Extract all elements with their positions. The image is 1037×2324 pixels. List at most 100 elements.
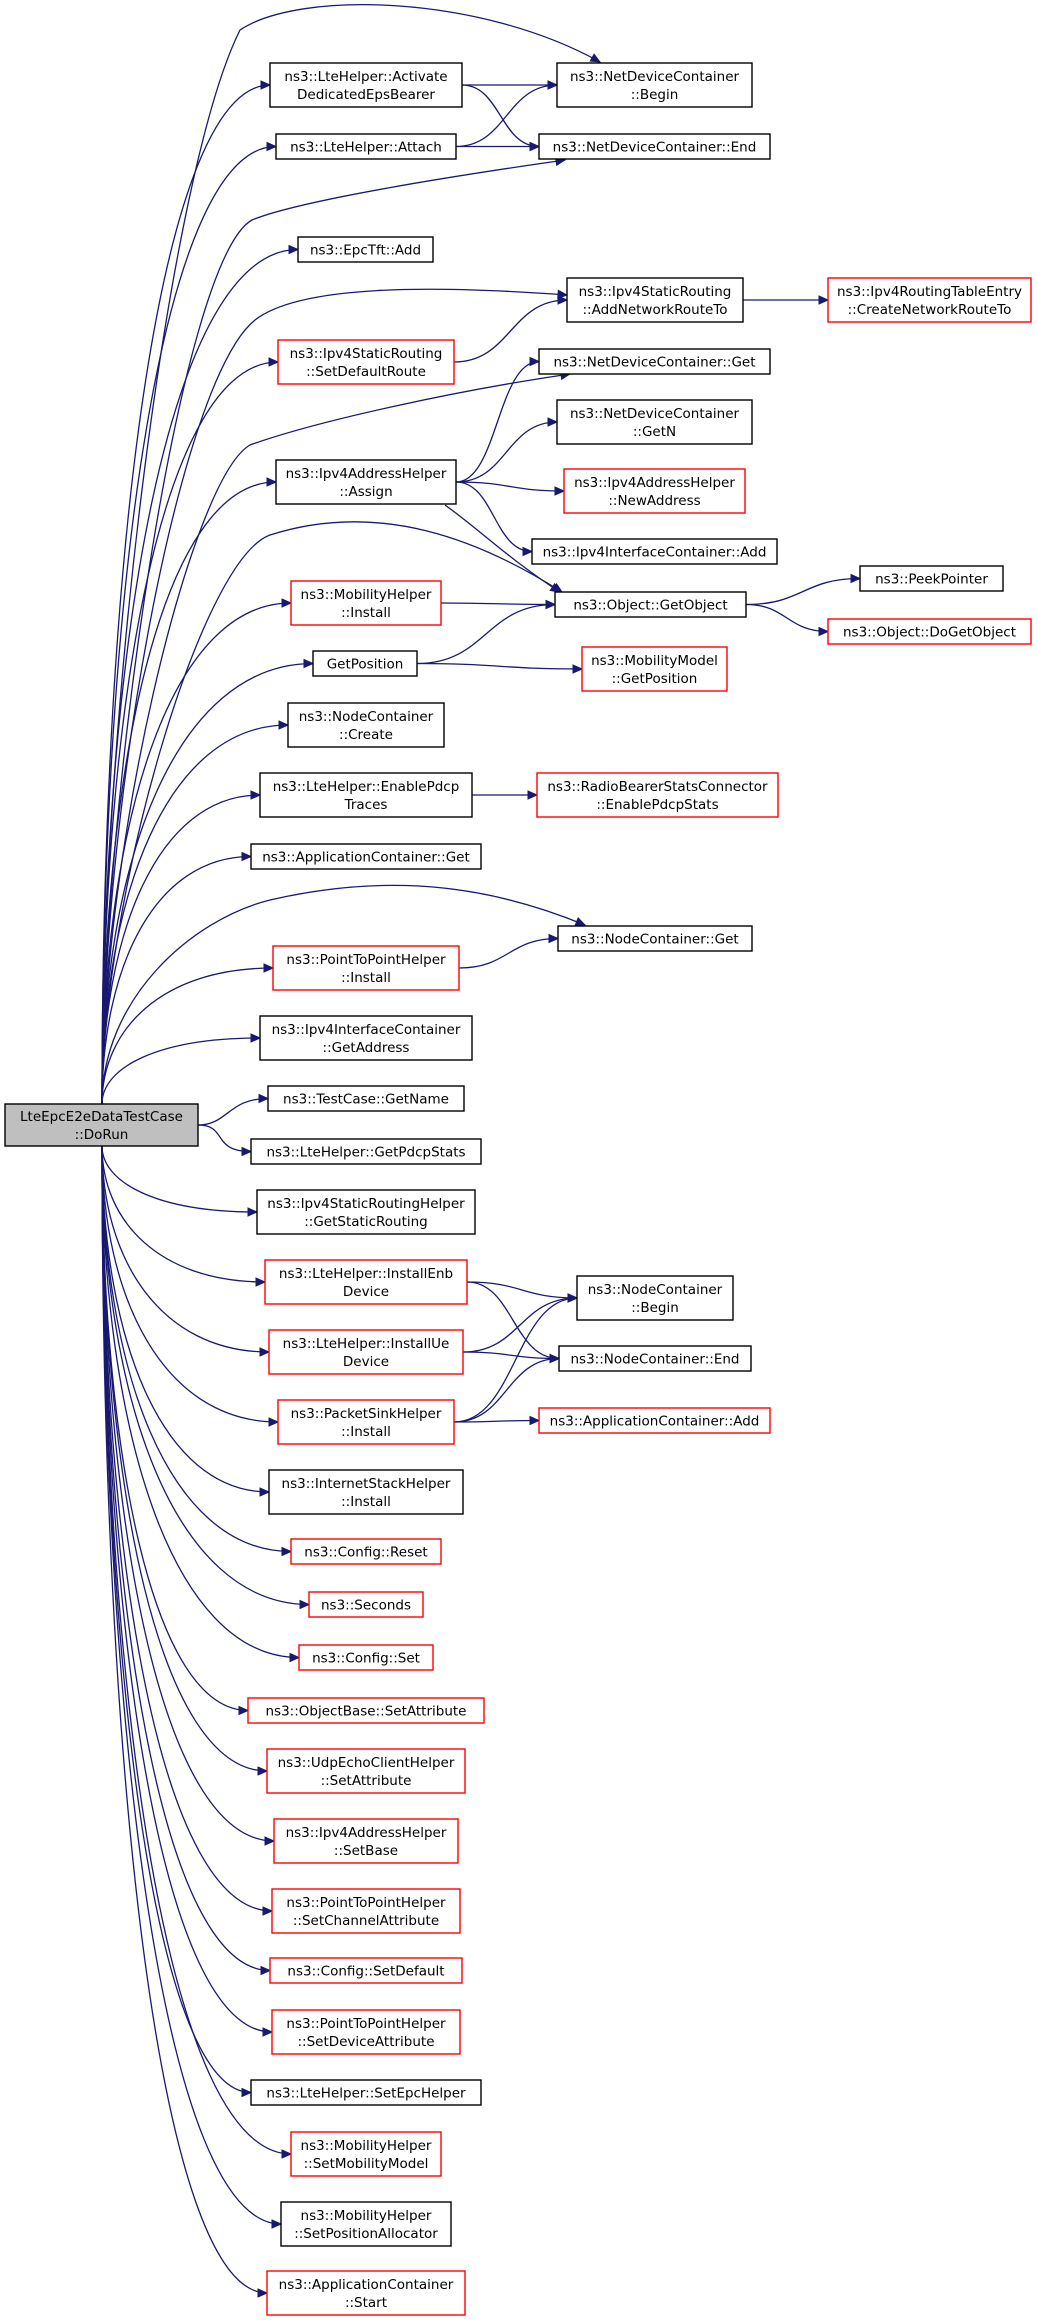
- function-node[interactable]: ns3::Config::Set: [298, 1644, 434, 1671]
- function-node[interactable]: ns3::Ipv4StaticRoutingHelper::GetStaticR…: [256, 1189, 476, 1235]
- edge-root-to-n28: [197, 1124, 253, 1157]
- node-box: [250, 1138, 482, 1165]
- node-box: [827, 277, 1032, 323]
- function-node[interactable]: ns3::NetDeviceContainer::End: [538, 133, 771, 160]
- function-node[interactable]: ns3::PointToPointHelper::SetChannelAttri…: [271, 1888, 461, 1934]
- node-label: ns3::PointToPointHelper: [286, 2016, 446, 2032]
- function-node[interactable]: ns3::LteHelper::SetEpcHelper: [250, 2079, 482, 2106]
- edge-n30-to-n31: [466, 1281, 579, 1303]
- function-node[interactable]: ns3::LteHelper::Attach: [275, 133, 457, 160]
- function-node[interactable]: ns3::Ipv4AddressHelper::SetBase: [273, 1818, 459, 1864]
- function-node[interactable]: ns3::NodeContainer::End: [558, 1345, 752, 1372]
- edge-n33-to-n31: [462, 1293, 579, 1353]
- node-box: [268, 1329, 464, 1375]
- function-node[interactable]: ns3::InternetStackHelper::Install: [268, 1469, 464, 1515]
- node-label: ::SetChannelAttribute: [293, 1913, 439, 1929]
- function-node[interactable]: ns3::MobilityHelper::SetPositionAllocato…: [280, 2201, 452, 2247]
- node-label: ns3::ApplicationContainer::Get: [262, 850, 470, 866]
- function-node[interactable]: ns3::PointToPointHelper::Install: [272, 945, 460, 991]
- node-label: ns3::Ipv4AddressHelper: [286, 466, 447, 482]
- call-edges: [101, 4, 862, 2298]
- function-node[interactable]: ns3::MobilityModel::GetPosition: [581, 646, 728, 692]
- function-node[interactable]: ns3::ApplicationContainer::Start: [266, 2270, 466, 2316]
- function-node[interactable]: ns3::NodeContainer::Create: [287, 702, 445, 748]
- node-box: [250, 843, 482, 870]
- function-node[interactable]: ns3::LteHelper::GetPdcpStats: [250, 1138, 482, 1165]
- function-node[interactable]: ns3::Config::SetDefault: [269, 1957, 463, 1984]
- node-label: ::SetBase: [334, 1843, 398, 1859]
- edge-root-to-n27: [197, 1093, 270, 1126]
- node-label: ns3::ApplicationContainer: [279, 2277, 454, 2293]
- edge-n18-to-n19: [416, 662, 584, 674]
- function-node[interactable]: ns3::LteHelper::ActivateDedicatedEpsBear…: [269, 62, 463, 108]
- node-label: ns3::NodeContainer::Get: [571, 932, 738, 948]
- function-node[interactable]: ns3::ApplicationContainer::Add: [538, 1407, 771, 1434]
- node-label: ns3::RadioBearerStatsConnector: [547, 779, 768, 795]
- function-node[interactable]: ns3::NetDeviceContainer::Get: [538, 348, 771, 375]
- edge-n21-to-n22: [472, 790, 539, 800]
- node-label: ::Start: [345, 2295, 387, 2311]
- function-node[interactable]: ns3::PeekPointer: [859, 565, 1004, 592]
- node-label: ns3::PeekPointer: [875, 572, 988, 588]
- edge-root-to-n8: [101, 357, 280, 1105]
- function-node[interactable]: GetPosition: [312, 650, 418, 677]
- node-box: [269, 62, 463, 108]
- function-node[interactable]: ns3::Config::Reset: [290, 1538, 442, 1565]
- edge-n14-to-n17: [745, 603, 830, 637]
- node-box: [271, 1888, 461, 1934]
- function-node[interactable]: ns3::Ipv4RoutingTableEntry::CreateNetwor…: [827, 277, 1032, 323]
- function-node[interactable]: ns3::Ipv4InterfaceContainer::Add: [531, 538, 778, 565]
- function-node[interactable]: ns3::TestCase::GetName: [267, 1085, 465, 1112]
- node-box: [556, 399, 753, 445]
- function-node[interactable]: ns3::PointToPointHelper::SetDeviceAttrib…: [271, 2009, 461, 2055]
- node-label: ns3::MobilityHelper: [301, 2208, 432, 2224]
- function-node[interactable]: ns3::Object::DoGetObject: [827, 618, 1032, 645]
- node-box: [267, 1085, 465, 1112]
- function-node[interactable]: ns3::Ipv4StaticRouting::AddNetworkRouteT…: [566, 277, 744, 323]
- node-box: [277, 339, 455, 385]
- function-node[interactable]: ns3::ApplicationContainer::Get: [250, 843, 482, 870]
- function-node[interactable]: ns3::PacketSinkHelper::Install: [277, 1399, 455, 1445]
- function-node[interactable]: ns3::Seconds: [308, 1591, 424, 1618]
- node-box: [290, 1538, 442, 1565]
- function-node[interactable]: ns3::MobilityHelper::SetMobilityModel: [290, 2131, 442, 2177]
- node-label: ::Install: [341, 1494, 391, 1510]
- function-node[interactable]: ns3::Ipv4StaticRouting::SetDefaultRoute: [277, 339, 455, 385]
- edge-root-to-n45: [101, 1145, 274, 2037]
- node-label: ::Assign: [339, 484, 392, 500]
- function-node[interactable]: ns3::RadioBearerStatsConnector::EnablePd…: [536, 772, 779, 818]
- function-node[interactable]: ns3::ObjectBase::SetAttribute: [247, 1697, 485, 1724]
- function-node[interactable]: ns3::NetDeviceContainer::GetN: [556, 399, 753, 445]
- edge-root-to-n24: [101, 884, 587, 1105]
- edge-root-to-n47: [101, 1145, 293, 2159]
- function-node[interactable]: ns3::UdpEchoClientHelper::SetAttribute: [266, 1748, 466, 1794]
- node-label: ::AddNetworkRouteTo: [583, 302, 728, 318]
- function-node[interactable]: ns3::MobilityHelper::Install: [290, 580, 442, 626]
- node-box: [250, 2079, 482, 2106]
- edge-root-to-n15: [101, 598, 293, 1105]
- function-node[interactable]: ns3::NetDeviceContainer::Begin: [556, 62, 753, 108]
- node-box: [275, 133, 457, 160]
- function-node[interactable]: ns3::Ipv4AddressHelper::NewAddress: [563, 468, 746, 514]
- function-node[interactable]: ns3::NodeContainer::Get: [557, 925, 753, 952]
- node-label: ::SetMobilityModel: [304, 2156, 429, 2172]
- node-label: ns3::PointToPointHelper: [286, 1895, 446, 1911]
- node-box: [308, 1591, 424, 1618]
- edge-root-to-n1: [101, 80, 272, 1105]
- node-label: ns3::LteHelper::Activate: [284, 69, 447, 85]
- node-label: ns3::Ipv4StaticRouting: [579, 284, 732, 300]
- function-node[interactable]: ns3::Ipv4InterfaceContainer::GetAddress: [259, 1015, 473, 1061]
- node-box: [298, 1644, 434, 1671]
- function-node[interactable]: ns3::EpcTft::Add: [297, 236, 434, 263]
- node-label: ns3::ApplicationContainer::Add: [550, 1414, 760, 1430]
- function-node[interactable]: ns3::Object::GetObject: [554, 591, 747, 618]
- function-node[interactable]: ns3::NodeContainer::Begin: [576, 1275, 734, 1321]
- edge-n34-to-n35: [453, 1415, 541, 1426]
- edge-n10-to-n11: [455, 417, 559, 483]
- edge-root-to-n5: [101, 244, 300, 1105]
- function-node[interactable]: ns3::Ipv4AddressHelper::Assign: [275, 459, 457, 505]
- node-box: [268, 1469, 464, 1515]
